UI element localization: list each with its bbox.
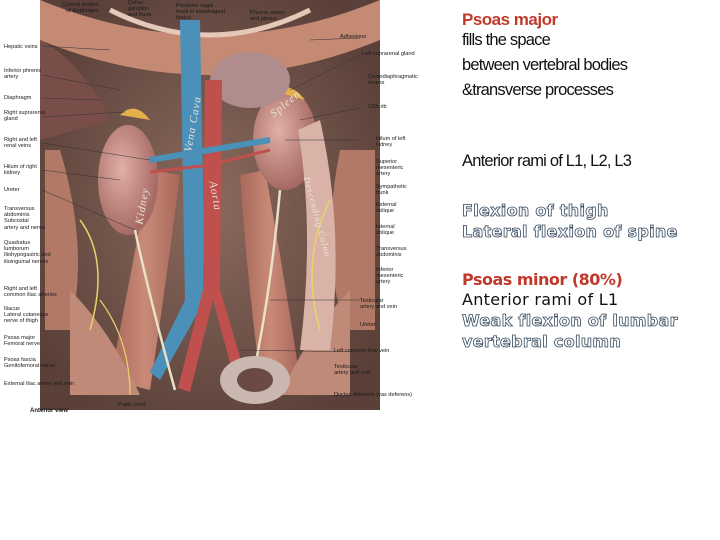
psoas-minor-title: Psoas minor (80%) (462, 270, 623, 289)
view-caption: Anterior view (30, 408, 69, 414)
action-lateral-flexion-spine: Lateral flexion of spine (462, 222, 678, 242)
label-12th-rib: 12th rib (368, 104, 387, 110)
abdominal-aorta (178, 80, 250, 392)
quadratus-lumborum-left (331, 150, 375, 330)
psoas-major-desc-line3: &transverse processes (462, 81, 614, 99)
posterior-abdominal-wall-drawing (40, 0, 380, 410)
psoas-major-nerve-supply: Anterior rami of L1, L2, L3 (462, 152, 632, 170)
description-panel: Psoas major fills the space between vert… (462, 10, 714, 352)
psoas-major-title: Psoas major (462, 10, 558, 29)
right-kidney (98, 125, 158, 235)
psoas-major-desc-line1: fills the space (462, 31, 551, 49)
psoas-major-desc-line2: between vertebral bodies (462, 56, 628, 74)
label-hepatic-veins: Hepatic veins (4, 44, 38, 50)
label-ureter-right: Ureter (4, 187, 20, 193)
psoas-major-right (110, 170, 180, 390)
label-pubic-crest: Pubic crest (118, 402, 146, 408)
label-adhesions: Adhesions (340, 34, 367, 40)
psoas-minor-nerve-supply: Anterior rami of L1 (462, 290, 619, 309)
psoas-minor-action-line1: Weak flexion of lumbar (462, 311, 678, 331)
label-ureter-left: Ureter (360, 322, 376, 328)
label-diaphragm: Diaphragm (4, 95, 32, 101)
label-left-common-iliac-vein: Left common iliac vein (334, 348, 390, 354)
psoas-minor-action-line2: vertebral column (462, 332, 622, 352)
label-ductus-deferens: Ductus deferens (vas deferens) (334, 392, 413, 398)
label-left-suprarenal-gland: Left suprarenal gland (362, 51, 415, 57)
label-external-iliac: External iliac artery and vein (4, 381, 75, 387)
inferior-vena-cava (150, 20, 205, 380)
action-flexion-thigh: Flexion of thigh (462, 201, 609, 221)
